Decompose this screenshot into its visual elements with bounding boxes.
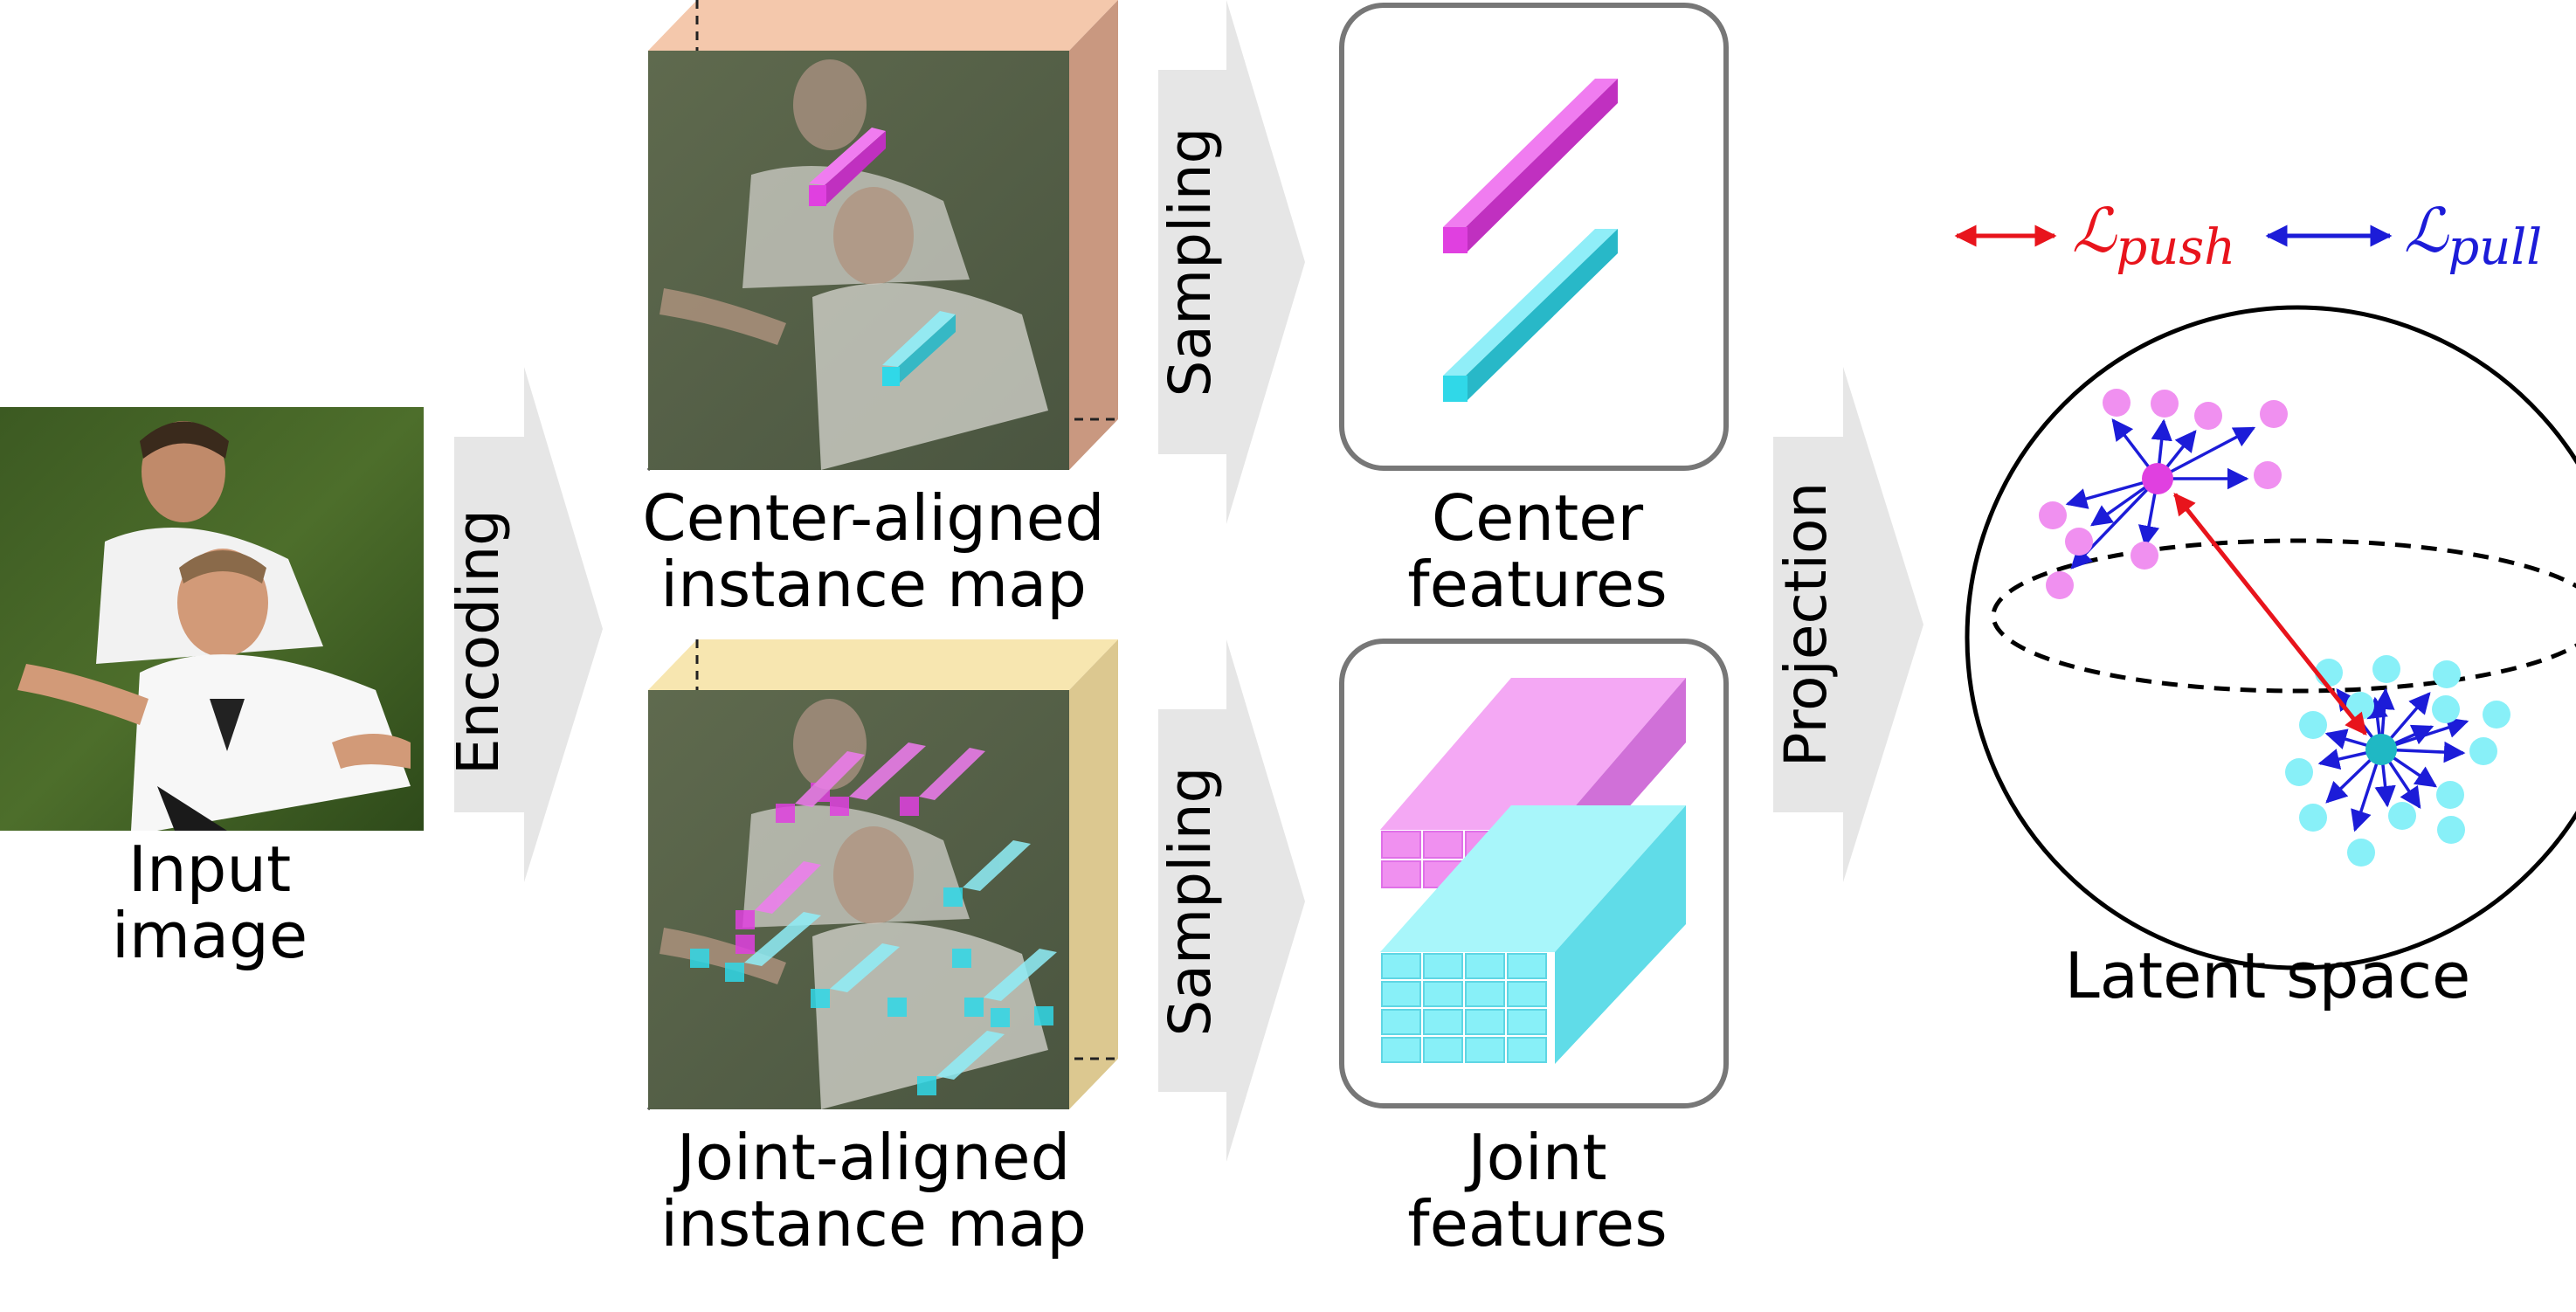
joint-features-label-line1: Joint xyxy=(1464,1121,1606,1194)
center-feature-bar-cyan xyxy=(1443,229,1618,402)
joint-map-label-line2: instance map xyxy=(660,1187,1087,1260)
sampling-label-top: Sampling xyxy=(1157,128,1224,397)
center-features-label-line1: Center xyxy=(1432,481,1644,555)
sampling-arrow-top xyxy=(1158,0,1305,524)
center-map-label-line2: instance map xyxy=(660,548,1087,621)
center-map-volume xyxy=(646,0,1118,472)
joint-map-volume xyxy=(646,639,1118,1111)
center-feature-bar-magenta xyxy=(1443,79,1618,253)
joint-feature-stack-cyan xyxy=(1380,805,1686,1064)
center-bar-cyan xyxy=(882,311,956,386)
push-arrow xyxy=(2173,493,2367,735)
magenta-cluster xyxy=(2039,389,2288,599)
projection-label: Projection xyxy=(1772,482,1840,767)
cyan-center-dot xyxy=(2365,734,2397,765)
magenta-center-dot xyxy=(2142,463,2173,494)
sampling-label-bottom: Sampling xyxy=(1157,767,1224,1037)
sampling-arrow-bottom xyxy=(1158,639,1305,1162)
pull-legend-label: ℒpull xyxy=(2404,195,2542,276)
input-label-line2: image xyxy=(112,899,307,972)
encoding-arrow xyxy=(454,367,603,882)
input-label-line1: Input xyxy=(128,832,291,906)
projection-arrow xyxy=(1773,367,1923,882)
joint-bars-magenta xyxy=(736,742,985,954)
joint-map-label-line1: Joint-aligned xyxy=(673,1121,1071,1194)
push-legend-label: ℒpush xyxy=(2072,195,2235,276)
joint-features-label-line2: features xyxy=(1407,1187,1667,1260)
latent-space-label: Latent space xyxy=(2065,939,2471,1012)
joint-bars-cyan xyxy=(690,840,1057,1095)
encoding-label: Encoding xyxy=(445,509,512,775)
input-image xyxy=(0,407,424,831)
center-features-box xyxy=(1339,3,1729,471)
center-features-label-line2: features xyxy=(1407,548,1667,621)
center-map-label-line1: Center-aligned xyxy=(642,481,1104,555)
center-bar-magenta xyxy=(809,128,886,206)
